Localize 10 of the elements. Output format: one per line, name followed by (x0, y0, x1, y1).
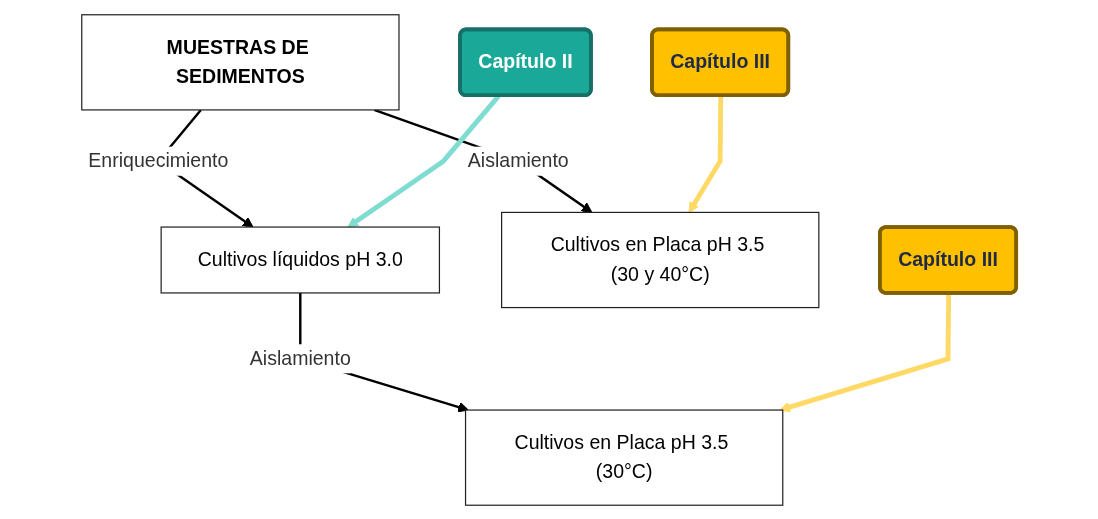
edge-label: Aislamiento (249, 347, 351, 369)
node-box: Cultivos en Placa pH 3.5 (30°C) (464, 408, 784, 506)
node-box: Cultivos en Placa pH 3.5 (30 y 40°C) (501, 211, 820, 308)
edge-label: Enriquecimiento (88, 149, 229, 171)
arrow (373, 108, 593, 213)
node-box: Cultivos líquidos pH 3.0 (160, 225, 441, 294)
arrow (688, 95, 724, 213)
edge-label: Aislamiento (467, 149, 569, 171)
arrow (779, 293, 952, 412)
node-box: MUESTRAS DE SEDIMENTOS (81, 13, 400, 111)
